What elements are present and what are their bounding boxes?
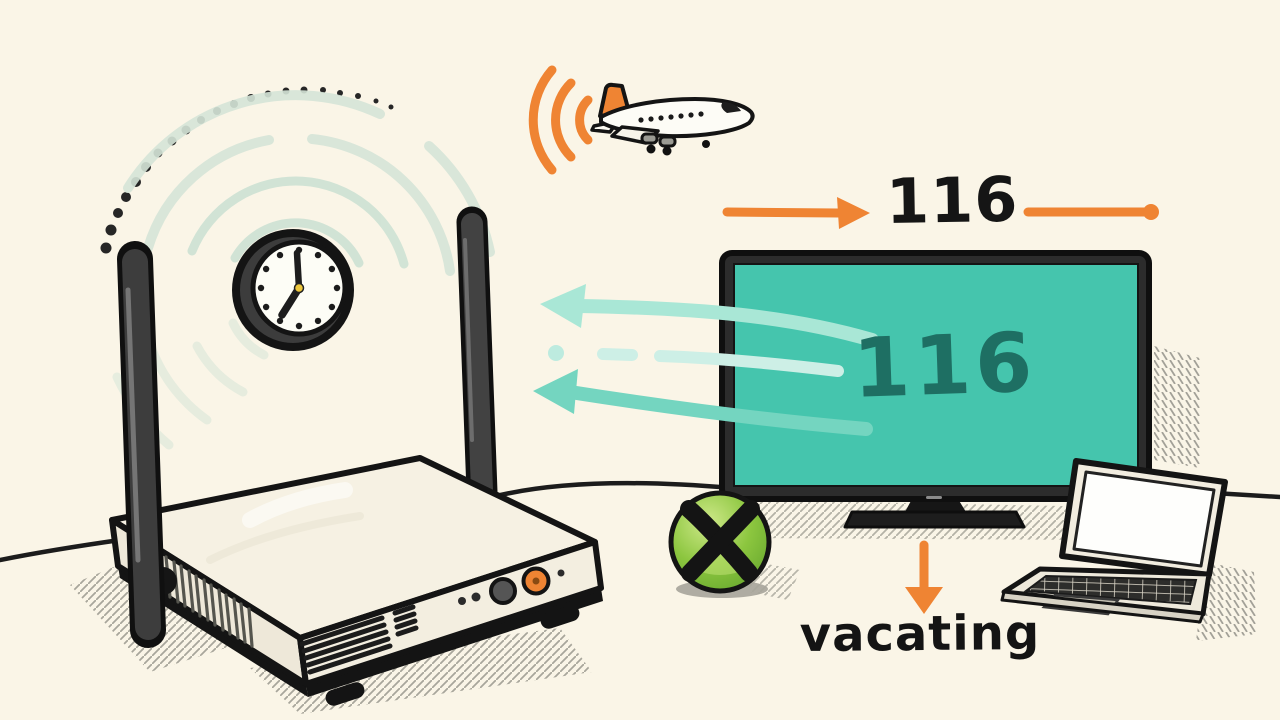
right-arrow-head [837, 197, 870, 229]
laptop-front-edge [1000, 590, 1205, 624]
laptop [1000, 458, 1257, 641]
router-leds [458, 566, 565, 605]
tv-count-label: 116 [851, 315, 1038, 417]
down-arrow [905, 540, 943, 614]
router-side-vents [164, 555, 254, 648]
clock-hands [278, 249, 303, 319]
laptop-screen [1072, 470, 1216, 568]
tv-stand-neck [905, 499, 966, 512]
tv-stand-base [843, 510, 1026, 529]
top-count-label: 116 [885, 162, 1020, 239]
router-front-vents [299, 604, 419, 675]
xbox-sphere [668, 490, 800, 600]
plane-windows [638, 111, 704, 123]
right-arrow [722, 207, 843, 218]
plane-signal-waves [528, 65, 593, 175]
clock-center [293, 282, 305, 294]
laptop-keyboard [1023, 574, 1198, 606]
tv-brand-mark [926, 496, 942, 499]
xbox-x-logo [680, 500, 760, 582]
trailing-line-dot [1143, 204, 1159, 220]
television [719, 250, 1152, 529]
router-antenna-left [117, 241, 177, 648]
top-flow [722, 197, 1159, 229]
plane-wheels [646, 140, 710, 156]
wifi-router [109, 206, 604, 706]
caption-label: vacating [799, 604, 1041, 664]
router-antenna-right [456, 206, 498, 508]
teal-wave-arrows [533, 284, 879, 436]
clock-ticks [257, 246, 341, 330]
tv-screen [733, 263, 1139, 487]
wall-clock [232, 229, 354, 351]
airplane [590, 82, 755, 156]
plane-cockpit [721, 102, 741, 113]
router-button-gray [489, 577, 517, 605]
